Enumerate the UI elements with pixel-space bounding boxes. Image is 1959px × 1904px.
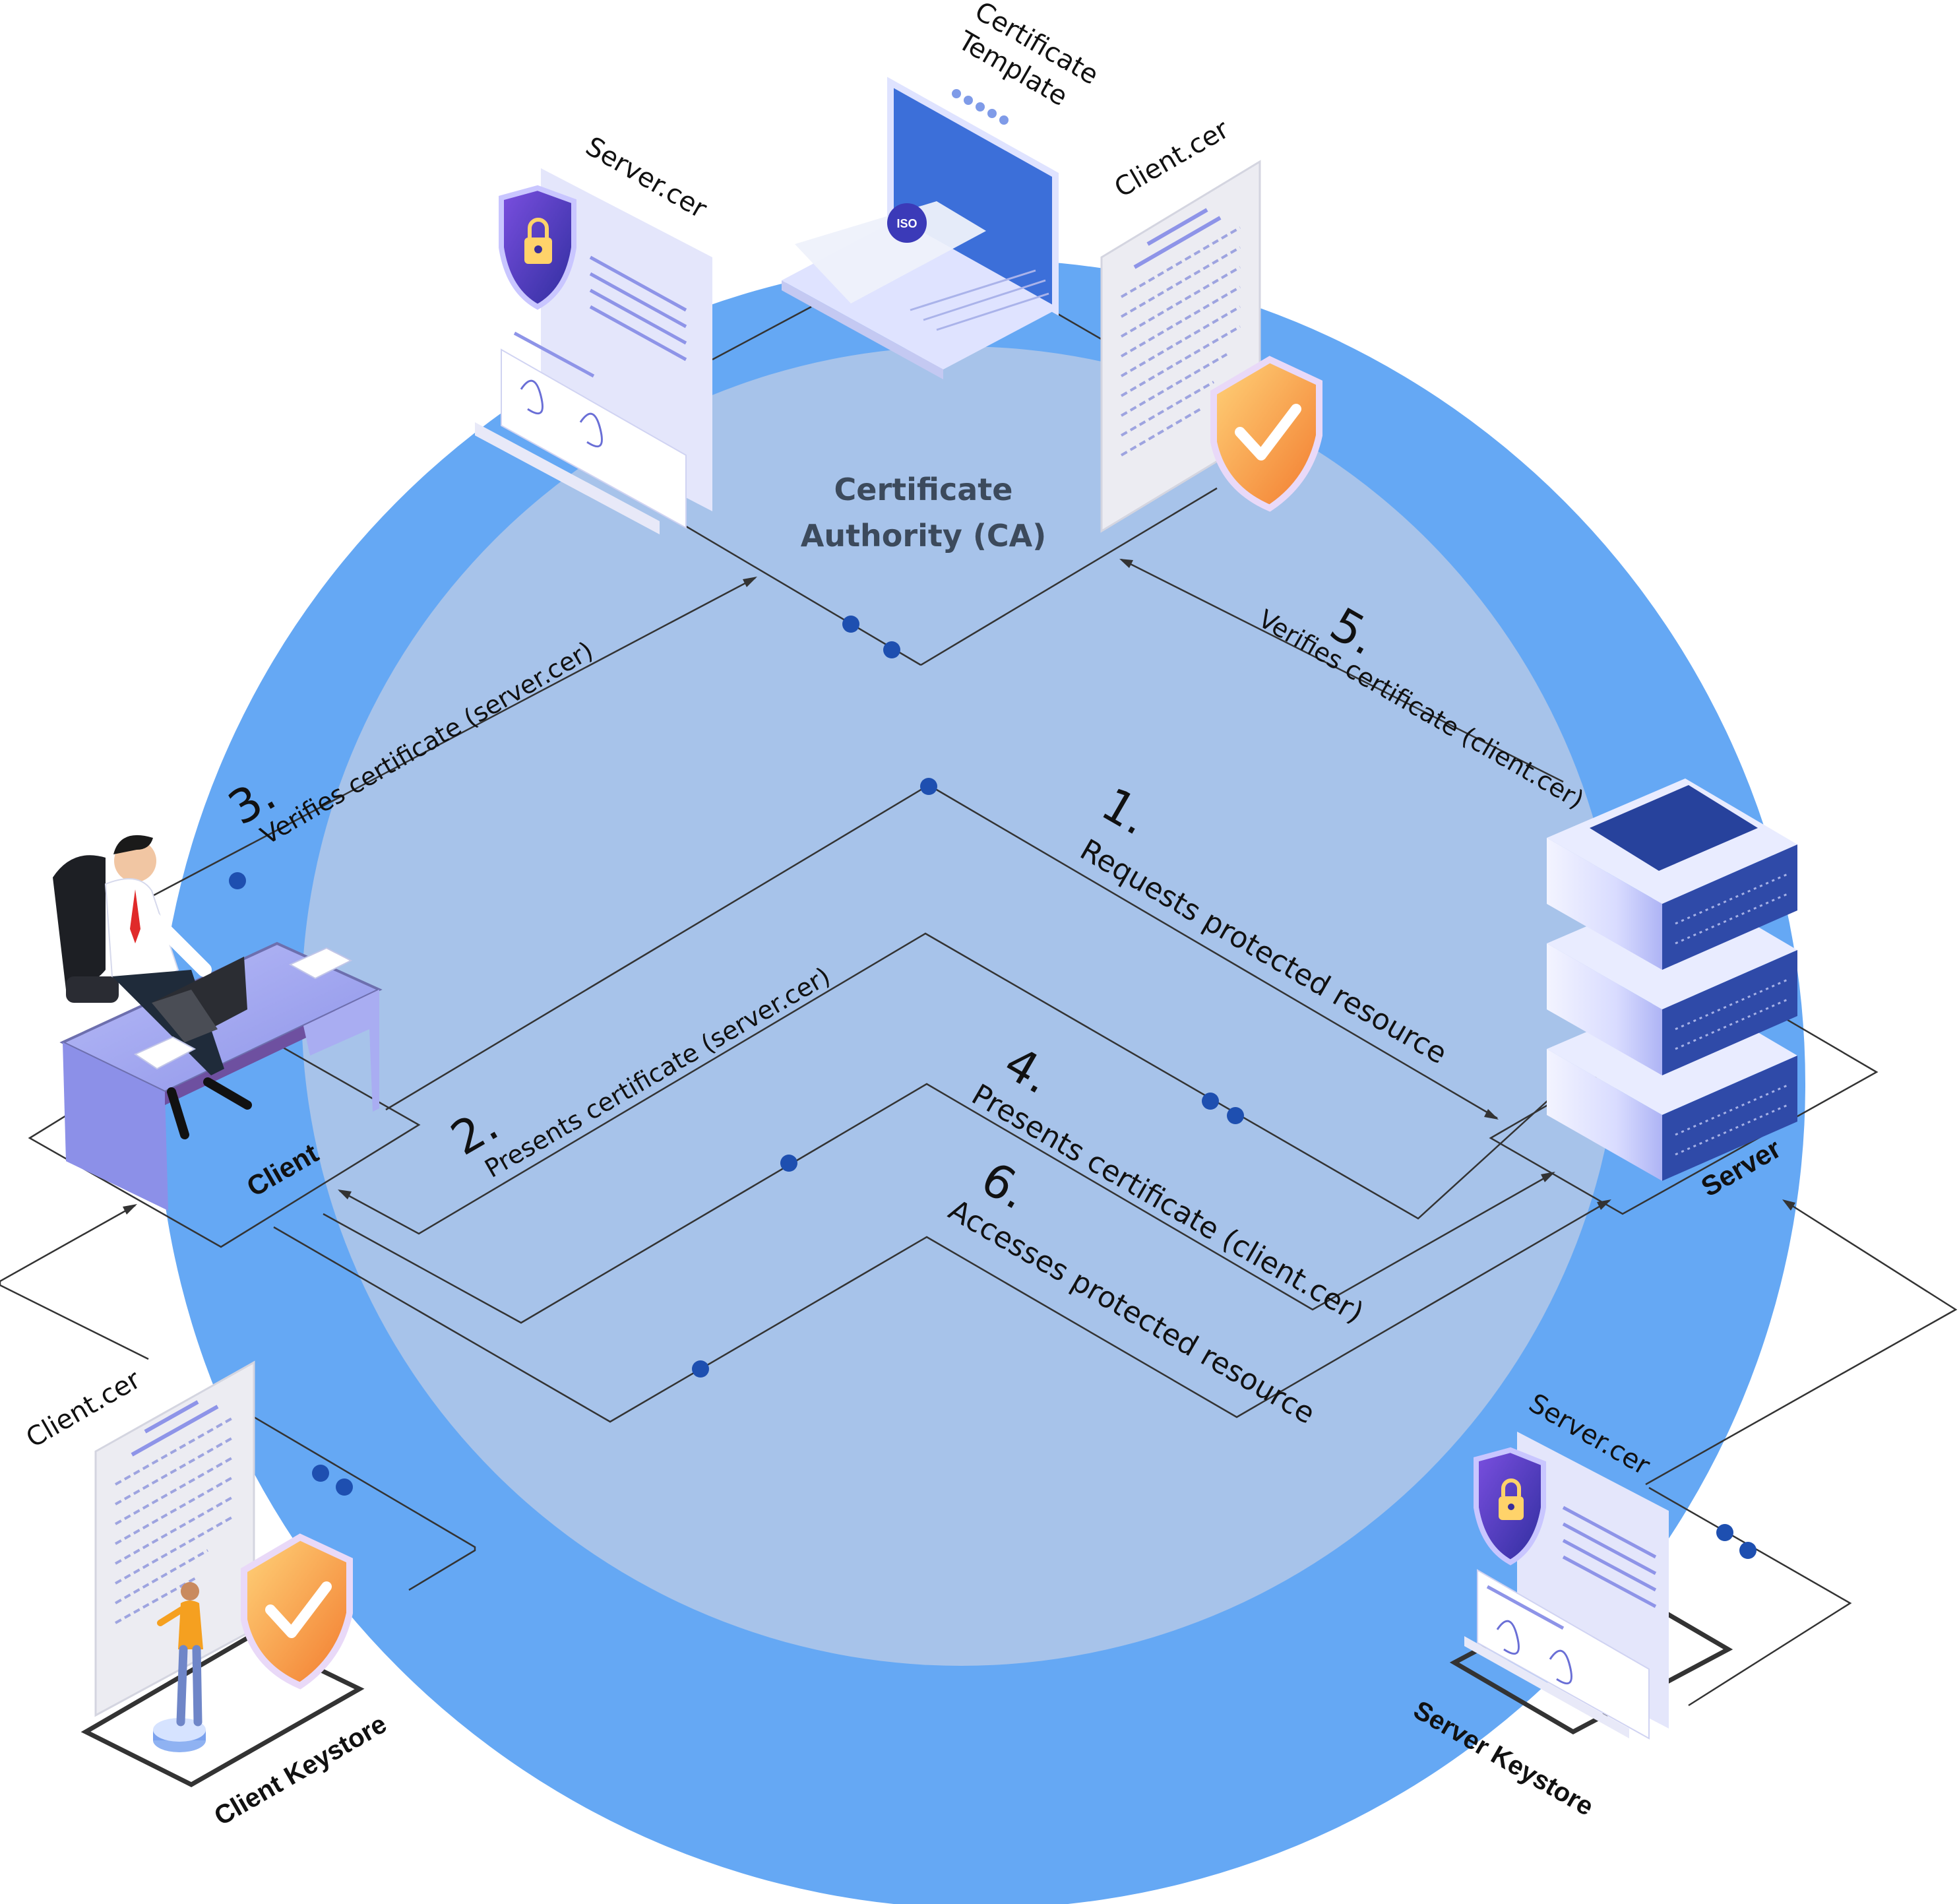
- arrow-step3: [743, 577, 757, 587]
- arrow-keystore-client: [123, 1204, 137, 1215]
- iso-badge-icon: [887, 203, 927, 243]
- server-keystore: [1449, 1432, 1733, 1740]
- client-keystore-link: [0, 1204, 149, 1360]
- dot: [1227, 1107, 1244, 1124]
- arrowheads: [123, 559, 1795, 1215]
- dot: [229, 872, 246, 889]
- dot: [842, 616, 859, 633]
- ca-title-line2: Authority (CA): [801, 518, 1047, 554]
- server-keystore-link-b: [1648, 1486, 1852, 1707]
- arrow-step5: [1119, 559, 1133, 568]
- client-workstation: [28, 835, 421, 1248]
- connector-dots: [229, 616, 1757, 1559]
- dot: [1716, 1524, 1733, 1541]
- office-chair: [53, 855, 106, 990]
- step2-line: [339, 932, 1551, 1235]
- dot: [883, 641, 900, 658]
- step5-line: [1121, 558, 1564, 783]
- step6-line: [273, 1199, 1610, 1423]
- dot: [920, 778, 937, 795]
- client-keystore-check-shield-icon: [241, 1533, 353, 1690]
- client-keystore-label: Client Keystore: [210, 1709, 392, 1831]
- ca-server-cer-document: [475, 168, 712, 534]
- client-keystore: [80, 1360, 365, 1787]
- certificate-template-laptop: ISO: [782, 77, 1059, 379]
- arrow-keystore-server: [1782, 1199, 1795, 1211]
- ca-server-cer-link: [666, 513, 921, 666]
- keystore-person-head: [181, 1582, 199, 1601]
- server-rack: [1489, 778, 1879, 1215]
- check-shield-icon: [1210, 356, 1322, 512]
- arrow-step2: [338, 1190, 352, 1199]
- arrow-step4: [1541, 1172, 1555, 1182]
- dot: [1739, 1542, 1757, 1559]
- dot: [336, 1478, 353, 1496]
- client-keystore-link-b: [250, 1414, 476, 1591]
- iso-badge-text: ISO: [896, 217, 917, 230]
- ca-client-cer-document: [1100, 160, 1322, 533]
- dot: [780, 1155, 797, 1172]
- dot: [312, 1465, 329, 1482]
- ca-client-cer-link: [920, 487, 1218, 666]
- ca-title-line1: Certificate: [834, 472, 1013, 507]
- inner-circle: [301, 346, 1621, 1666]
- dot: [1202, 1093, 1219, 1110]
- laptop-link-left: [712, 305, 812, 361]
- step3-line: [118, 577, 756, 915]
- step4-line: [323, 1083, 1554, 1324]
- server-keystore-link: [1645, 1199, 1958, 1486]
- dot: [692, 1360, 709, 1378]
- arrow-step1: [1484, 1109, 1499, 1120]
